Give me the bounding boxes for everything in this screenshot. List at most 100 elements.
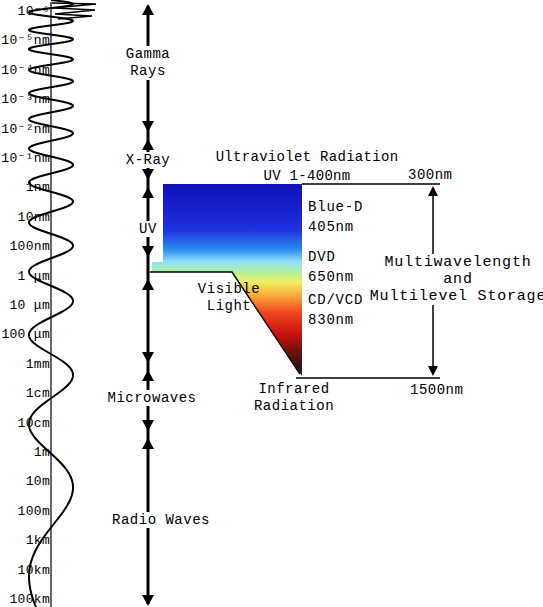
text-line: 10⁻³nm [1, 92, 50, 108]
wavelength-value: 300nm [408, 167, 453, 183]
text-line: 100km [9, 592, 50, 607]
band-name: Radio Waves [110, 512, 212, 528]
format-label: Blue-D 405nm [308, 197, 363, 237]
band-name: Infrared Radiation [254, 381, 334, 415]
text-line: 1km [26, 533, 50, 549]
arrow-head [142, 420, 154, 431]
band-name: Gamma Rays [124, 46, 173, 80]
text-line: Ultraviolet Radiation [216, 148, 399, 167]
scale-label: 10 μm [9, 298, 50, 314]
text-line: 10km [18, 563, 50, 579]
wave-axis [50, 2, 51, 607]
arrow-head [142, 595, 154, 606]
wave-squiggle [52, 3, 96, 19]
text-line: Multilevel Storage [370, 288, 543, 305]
scale-label: 100 μm [1, 327, 50, 343]
text-line: 100nm [9, 239, 50, 255]
text-line: Gamma [126, 46, 171, 63]
bracket-line [296, 377, 440, 379]
arrow-head [142, 246, 154, 257]
text-line: 1nm [26, 180, 50, 196]
text-line: and [370, 271, 543, 288]
scale-label: 1km [26, 533, 50, 549]
arrow-head [142, 352, 154, 363]
text-line: 10m [26, 474, 50, 490]
arrow-head [142, 4, 154, 15]
text-line: Multiwavelength [370, 254, 543, 271]
format-label: CD/VCD 830nm [308, 290, 363, 330]
scale-label: 10⁻⁶ [18, 4, 50, 20]
text-line: 1mm [26, 357, 50, 373]
scale-label: 1m [34, 445, 50, 461]
text-line: 10cm [18, 416, 50, 432]
text-line: Infrared [254, 381, 334, 398]
text-line: 10⁻¹nm [1, 151, 50, 167]
scale-label: 10cm [18, 416, 50, 432]
text-line: 10⁻²nm [1, 122, 50, 138]
band-name: Microwaves [105, 390, 198, 406]
text-line: Blue-D [308, 197, 363, 217]
arrow-head [142, 121, 154, 132]
scale-label: 1nm [26, 180, 50, 196]
scale-label: 10m [26, 474, 50, 490]
band-name: X-Ray [124, 152, 173, 168]
text-line: 1 μm [18, 269, 50, 285]
section-heading: Ultraviolet Radiation UV 1-400nm [216, 148, 399, 186]
text-line: 1m [34, 445, 50, 461]
text-line: UV 1-400nm [216, 167, 399, 186]
scale-label: 10⁻³nm [1, 92, 50, 108]
arrow-head [142, 187, 154, 198]
text-line: Rays [126, 63, 171, 80]
band-name: Visible Light [198, 281, 260, 315]
storage-note: Multiwavelength and Multilevel Storage [368, 254, 543, 305]
text-line: 650nm [308, 267, 354, 287]
arrow-head [428, 366, 438, 376]
band-name: UV [137, 221, 159, 237]
text-line: 10⁻⁵nm [1, 33, 50, 49]
text-line: Visible [198, 281, 260, 298]
text-line: CD/VCD [308, 290, 363, 310]
spectrum-band [152, 184, 302, 376]
text-line: 405nm [308, 217, 363, 237]
scale-label: 10nm [18, 210, 50, 226]
text-line: Light [198, 298, 260, 315]
visible-outline [150, 272, 300, 374]
text-line: 10⁻⁶ [18, 4, 50, 20]
scale-label: 10⁻⁴nm [1, 63, 50, 79]
scale-label: 1mm [26, 357, 50, 373]
scale-label: 10⁻²nm [1, 122, 50, 138]
text-line: 300nm [408, 167, 453, 183]
text-line: UV [139, 221, 157, 237]
text-line: X-Ray [126, 152, 171, 168]
text-line: Radio Waves [112, 512, 210, 528]
text-line: 10⁻⁴nm [1, 63, 50, 79]
text-line: 1500nm [410, 382, 463, 398]
text-line: 100m [18, 504, 50, 520]
text-line: DVD [308, 247, 354, 267]
scale-label: 100m [18, 504, 50, 520]
scale-label: 1 μm [18, 269, 50, 285]
format-label: DVD 650nm [308, 247, 354, 287]
text-line: Radiation [254, 398, 334, 415]
text-line: 100 μm [1, 327, 50, 343]
text-line: 10nm [18, 210, 50, 226]
scale-label: 10km [18, 563, 50, 579]
arrow-head [142, 370, 154, 381]
text-line: Microwaves [107, 390, 196, 406]
arrow-head [142, 279, 154, 290]
text-line: 10 μm [9, 298, 50, 314]
scale-label: 100km [9, 592, 50, 607]
text-line: 1cm [26, 386, 50, 402]
text-line: 830nm [308, 310, 363, 330]
arrow-head [142, 139, 154, 150]
scale-label: 100nm [9, 239, 50, 255]
scale-label: 10⁻⁵nm [1, 33, 50, 49]
arrow-head [428, 186, 438, 196]
arrow-head [142, 438, 154, 449]
wavelength-value: 1500nm [410, 382, 463, 398]
arrow-head [142, 169, 154, 180]
scale-label: 1cm [26, 386, 50, 402]
scale-label: 10⁻¹nm [1, 151, 50, 167]
